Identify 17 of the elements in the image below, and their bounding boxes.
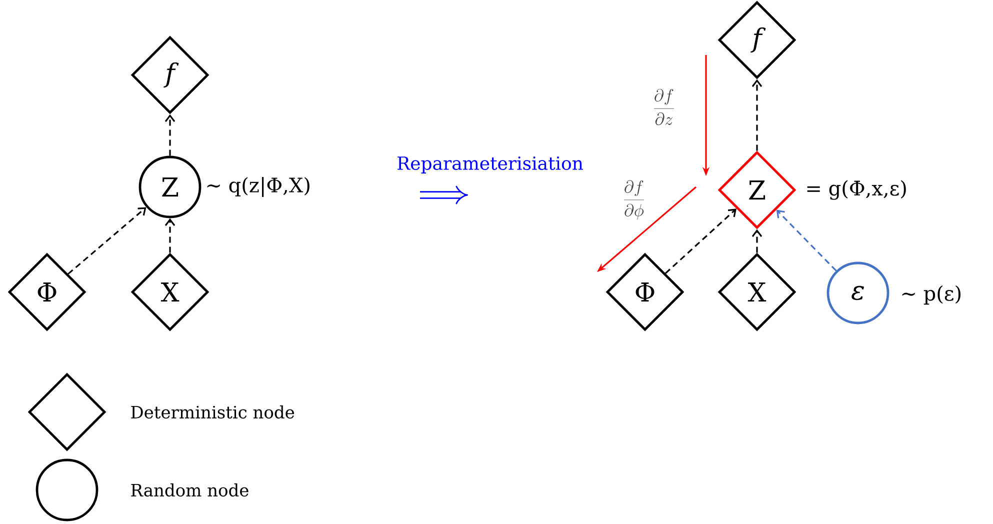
gradient-formula: $\frac{\partial f}{\partial \phi}$ — [624, 180, 644, 220]
arrow — [164, 218, 176, 253]
legend-label: Random node — [131, 483, 248, 497]
arrow — [664, 208, 736, 274]
gradient-formula: $\frac{\partial f}{\partial z}$ — [654, 88, 674, 126]
arrow — [68, 207, 146, 275]
arrow — [164, 114, 176, 156]
title-label: Reparameterisiation — [398, 156, 583, 174]
beside-formula: ∼ p(ε) — [902, 285, 960, 305]
arrow — [752, 79, 762, 151]
arrow — [752, 229, 762, 253]
arrow — [776, 210, 837, 272]
legend-label: Deterministic node — [131, 405, 294, 419]
beside-formula: = g(Φ,x,ε) — [807, 180, 906, 200]
circle-node: ε — [826, 262, 890, 324]
beside-formula: ∼ q(z|Φ,X) — [207, 177, 310, 197]
circle-node: Z — [138, 156, 202, 218]
